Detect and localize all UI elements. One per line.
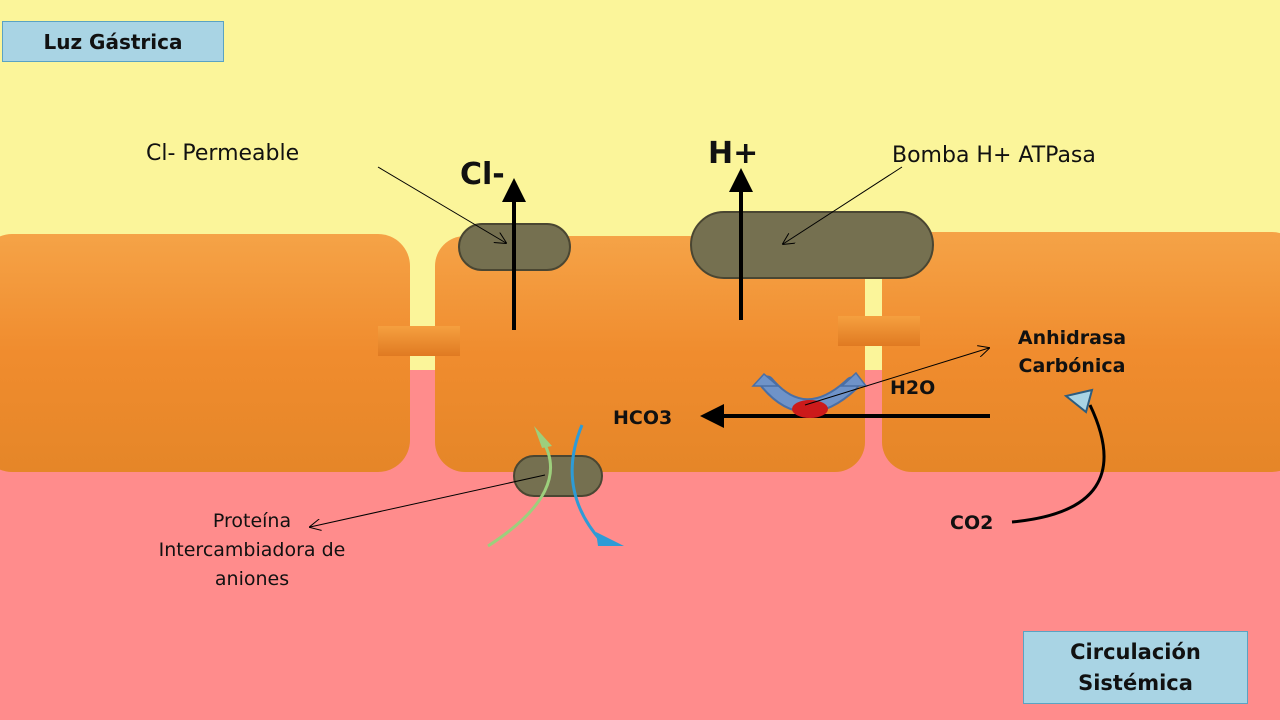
h-ion-label: H+ (708, 136, 758, 171)
parietal-cell (435, 236, 865, 472)
pump-pointer (783, 166, 903, 244)
cl-ion-label: Cl- (460, 157, 505, 192)
epithelial-cell-left (0, 234, 410, 472)
lumen-region-label: Luz Gástrica (2, 21, 224, 62)
tight-junction-left (378, 326, 460, 356)
exchanger-label-line1: Proteína (213, 510, 291, 532)
circulation-label-line2: Sistémica (1078, 671, 1193, 695)
h-atpase-pump-protein (690, 211, 934, 279)
enzyme-label-line1: Anhidrasa (1018, 327, 1126, 349)
tight-junction-right (838, 316, 920, 346)
chloride-exchange-arrow (487, 437, 552, 548)
co2-entry-arrow-head (1063, 388, 1094, 414)
exchanger-label-line2: Intercambiadora de (159, 539, 346, 561)
cl-channel-label: Cl- Permeable (146, 141, 299, 166)
co2-label: CO2 (950, 512, 993, 534)
circulation-region-label: Circulación Sistémica (1023, 631, 1248, 704)
water-arrow-head-left (751, 372, 781, 387)
enzyme-label-line2: Carbónica (1019, 355, 1126, 377)
hco3-label: HCO3 (613, 407, 672, 429)
cl-channel-pointer (377, 166, 506, 243)
epithelial-cell-right (882, 232, 1280, 472)
bicarbonate-exchange-arrow (570, 424, 604, 544)
enzyme-pointer (804, 348, 989, 406)
exchanger-label-line3: aniones (215, 568, 289, 590)
circulation-label-line1: Circulación (1070, 640, 1201, 664)
chloride-exchange-arrow-head (534, 426, 552, 448)
carbonic-anhydrase-dot (792, 400, 828, 418)
anion-exchanger-protein (513, 455, 603, 497)
exchanger-pointer (310, 474, 546, 527)
water-arrow-head-right (840, 371, 868, 387)
pump-label: Bomba H+ ATPasa (892, 143, 1096, 168)
bicarbonate-exchange-arrow-head (596, 532, 624, 546)
co2-entry-arrow (1011, 404, 1106, 524)
water-label: H2O (890, 377, 935, 399)
